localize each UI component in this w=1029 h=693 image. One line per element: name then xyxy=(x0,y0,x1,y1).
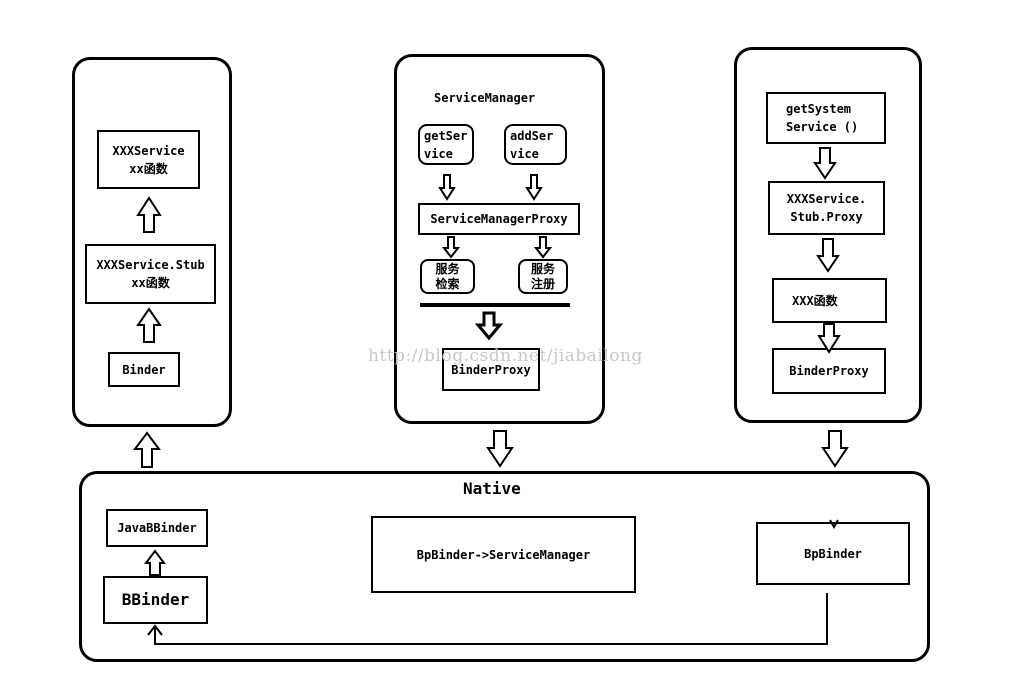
watermark-url: http://blog.csdn.net/jiabailong xyxy=(368,346,643,366)
arrow-down-function-to-binderproxy xyxy=(817,323,841,354)
get-service-box: getSer vice xyxy=(418,124,474,165)
xxx-service-stub-box: XXXService.Stub xx函数 xyxy=(85,244,216,304)
arrow-up-native-to-java xyxy=(133,431,161,468)
stub-proxy-box: XXXService. Stub.Proxy xyxy=(768,181,885,235)
java-bbinder-box: JavaBBinder xyxy=(106,509,208,547)
arrow-down-addservice xyxy=(525,174,543,201)
bpbinder-arrowhead xyxy=(829,519,839,530)
stub-proxy-line2: Stub.Proxy xyxy=(790,210,863,224)
xx-function-label: xx函数 xyxy=(129,161,168,176)
service-manager-title: ServiceManager xyxy=(434,91,536,105)
bpbinder-to-bbinder-line xyxy=(154,593,828,645)
native-title: Native xyxy=(463,479,521,498)
stub-function-label: xx函数 xyxy=(131,276,170,290)
service-lookup-box: 服务 检索 xyxy=(420,259,475,294)
bpbinder-label: BpBinder xyxy=(804,546,862,561)
arrow-down-middle-to-native xyxy=(486,430,514,468)
bbinder-box: BBinder xyxy=(103,576,208,624)
add-service-box: addSer vice xyxy=(504,124,567,165)
bpbinder-service-manager-box: BpBinder->ServiceManager xyxy=(371,516,636,593)
get-system-service-line2: Service () xyxy=(786,120,859,134)
service-register-line1: 服务 xyxy=(530,261,555,276)
get-system-service-box: getSystem Service () xyxy=(766,92,886,144)
stub-label: XXXService.Stub xyxy=(96,258,205,272)
get-service-line1: getSer xyxy=(424,128,468,143)
arrow-down-getsystem-to-stubproxy xyxy=(813,147,837,180)
get-system-service-line1: getSystem xyxy=(786,102,852,116)
middle-binder-proxy-label: BinderProxy xyxy=(451,362,531,377)
service-register-line2: 注册 xyxy=(530,276,555,291)
binder-label: Binder xyxy=(122,362,166,377)
arrow-up-bbinder-to-javabbinder xyxy=(144,549,166,576)
xxx-service-box: XXXService xx函数 xyxy=(97,130,200,189)
stub-proxy-line1: XXXService. xyxy=(786,192,867,206)
service-lookup-line2: 检索 xyxy=(435,276,460,291)
arrow-down-proxy-to-lookup xyxy=(441,236,461,259)
bpbinder-box: BpBinder xyxy=(756,522,910,585)
arrow-down-proxy-to-register xyxy=(533,236,553,259)
bpbinder-service-manager-label: BpBinder->ServiceManager xyxy=(416,547,591,562)
right-binder-proxy-box: BinderProxy xyxy=(772,348,886,394)
add-service-line2: vice xyxy=(510,146,539,161)
arrow-down-to-binderproxy xyxy=(474,311,504,341)
service-manager-proxy-box: ServiceManagerProxy xyxy=(418,203,580,235)
bbinder-label: BBinder xyxy=(121,590,190,609)
arrow-down-stubproxy-to-function xyxy=(816,238,840,273)
right-binder-proxy-label: BinderProxy xyxy=(789,364,869,378)
service-lookup-line1: 服务 xyxy=(435,261,460,276)
xxx-function-label: XXX函数 xyxy=(792,293,838,308)
arrow-down-right-to-native xyxy=(821,430,849,468)
binder-box: Binder xyxy=(108,352,180,387)
service-register-box: 服务 注册 xyxy=(518,259,568,294)
arrow-up-stub-to-service xyxy=(136,196,162,233)
service-manager-proxy-label: ServiceManagerProxy xyxy=(430,212,568,226)
arrow-down-getservice xyxy=(438,174,456,201)
middle-binder-proxy-box: BinderProxy xyxy=(442,348,540,391)
xxx-function-box: XXX函数 xyxy=(772,278,887,323)
get-service-line2: vice xyxy=(424,146,453,161)
bbinder-return-arrowhead xyxy=(147,624,163,636)
arrow-up-binder-to-stub xyxy=(136,307,162,343)
xxx-service-label: XXXService xyxy=(112,143,185,158)
add-service-line1: addSer xyxy=(510,128,554,143)
java-bbinder-label: JavaBBinder xyxy=(117,521,197,535)
